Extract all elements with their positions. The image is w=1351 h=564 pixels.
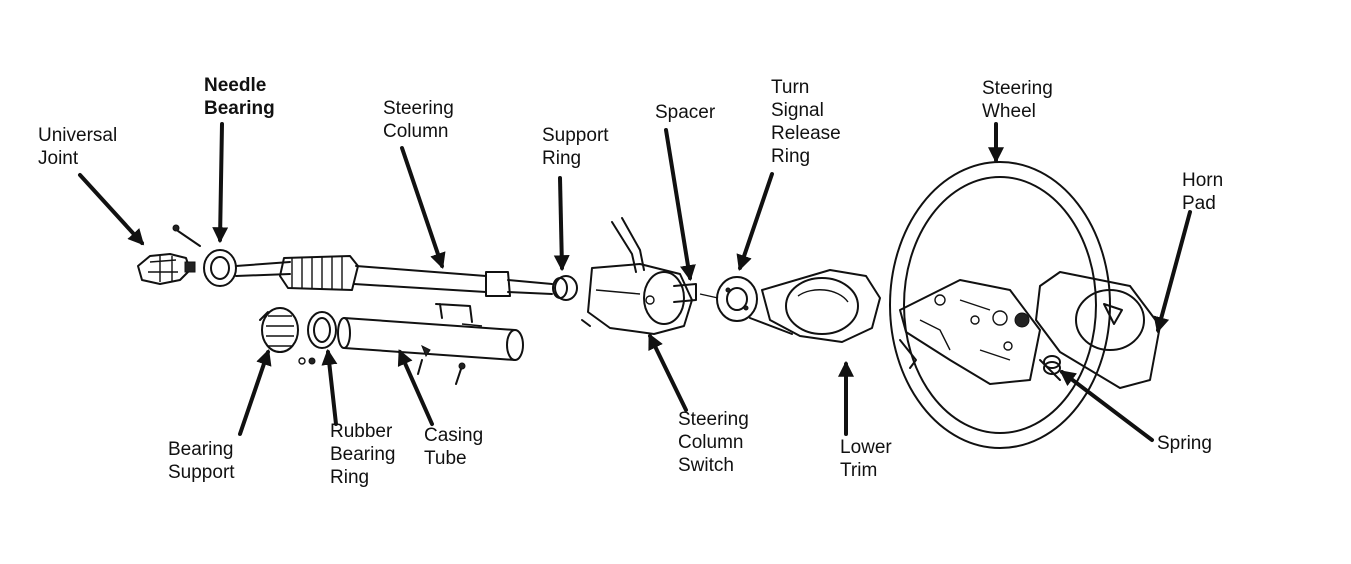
label-line: Steering bbox=[678, 409, 749, 430]
label-universal-joint: Universal Joint bbox=[38, 124, 117, 170]
horn-pad-part bbox=[1035, 271, 1161, 389]
label-spacer: Spacer bbox=[655, 101, 715, 124]
label-line: Tube bbox=[424, 448, 467, 469]
label-line: Ring bbox=[542, 148, 582, 169]
universal-joint-part bbox=[137, 224, 201, 285]
label-casing-tube: Casing Tube bbox=[424, 424, 483, 470]
leader-arrows bbox=[78, 122, 1192, 442]
arrow-spacer bbox=[664, 128, 696, 282]
arrow-needle-bearing bbox=[212, 122, 229, 244]
label-support-ring: Support Ring bbox=[542, 124, 609, 170]
label-turn-signal-release-ring: Turn Signal Release Ring bbox=[771, 76, 841, 168]
rubber-bearing-ring-part bbox=[307, 311, 337, 349]
label-steering-wheel: Steering Wheel bbox=[982, 77, 1053, 123]
label-horn-pad: Horn Pad bbox=[1182, 169, 1223, 215]
label-line: Bearing bbox=[168, 439, 234, 460]
arrow-rubber-bearing-ring bbox=[321, 348, 338, 426]
label-line: Column bbox=[678, 432, 744, 453]
arrow-casing-tube bbox=[397, 349, 434, 426]
label-line: Needle bbox=[204, 75, 267, 96]
label-line: Lower bbox=[840, 437, 892, 458]
label-line: Universal bbox=[38, 125, 118, 146]
label-line: Spacer bbox=[655, 102, 716, 123]
needle-bearing-part bbox=[203, 249, 237, 287]
label-spring: Spring bbox=[1157, 432, 1212, 455]
label-line: Joint bbox=[38, 148, 79, 169]
label-line: Steering bbox=[982, 78, 1053, 99]
arrow-universal-joint bbox=[78, 173, 145, 246]
label-lower-trim: Lower Trim bbox=[840, 436, 892, 482]
label-line: Casing bbox=[424, 425, 484, 446]
label-steering-column: Steering Column bbox=[383, 97, 454, 143]
label-line: Ring bbox=[771, 146, 811, 167]
lower-trim-part bbox=[749, 269, 881, 343]
steering-column-shaft bbox=[235, 255, 553, 297]
casing-tube-part bbox=[337, 303, 524, 385]
label-line: Wheel bbox=[982, 101, 1036, 122]
steering-wheel-part bbox=[889, 161, 1111, 449]
label-line: Release bbox=[771, 123, 841, 144]
label-line: Trim bbox=[840, 460, 878, 481]
label-line: Bearing bbox=[204, 98, 275, 119]
arrow-support-ring bbox=[553, 176, 570, 272]
arrow-steering-column bbox=[400, 146, 446, 270]
label-needle-bearing: Needle Bearing bbox=[204, 74, 275, 120]
label-line: Support bbox=[168, 462, 235, 483]
steering-column-switch-part bbox=[581, 217, 697, 335]
label-line: Spring bbox=[1157, 433, 1212, 454]
label-line: Support bbox=[542, 125, 609, 146]
label-line: Switch bbox=[678, 455, 734, 476]
label-line: Column bbox=[383, 121, 449, 142]
label-rubber-bearing-ring: Rubber Bearing Ring bbox=[330, 420, 396, 489]
support-ring-part bbox=[552, 275, 578, 301]
label-line: Steering bbox=[383, 98, 454, 119]
label-steering-column-switch: Steering Column Switch bbox=[678, 408, 749, 477]
bearing-support-part bbox=[259, 307, 316, 365]
arrow-horn-pad bbox=[1153, 210, 1192, 334]
label-line: Bearing bbox=[330, 444, 396, 465]
arrow-spring bbox=[1059, 370, 1154, 442]
label-line: Signal bbox=[771, 100, 824, 121]
turn-signal-release-ring-part bbox=[699, 276, 758, 322]
label-line: Ring bbox=[330, 467, 370, 488]
arrow-steering-column-switch bbox=[648, 333, 688, 412]
label-line: Pad bbox=[1182, 193, 1216, 214]
label-bearing-support: Bearing Support bbox=[168, 438, 235, 484]
label-line: Turn bbox=[771, 77, 810, 98]
arrow-turn-signal-release-ring bbox=[736, 172, 774, 272]
spring-part bbox=[1043, 355, 1061, 375]
label-line: Horn bbox=[1182, 170, 1224, 191]
arrow-bearing-support bbox=[238, 348, 272, 436]
label-line: Rubber bbox=[330, 421, 393, 442]
